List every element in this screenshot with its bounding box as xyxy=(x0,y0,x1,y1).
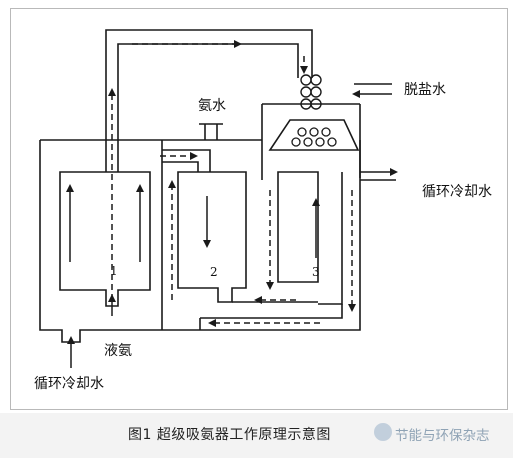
wechat-logo-icon xyxy=(374,423,392,441)
tower1-label: 1 xyxy=(110,264,118,278)
tower1-vessel xyxy=(59,171,151,307)
desalted-water-label: 脱盐水 xyxy=(404,82,446,98)
tower2-vessel xyxy=(177,171,247,303)
watermark-text: 节能与环保杂志 xyxy=(395,428,490,444)
tower3-right-wall xyxy=(318,172,343,305)
tower2-label: 2 xyxy=(210,265,218,279)
diagram-frame xyxy=(10,8,508,410)
t1-t2-pipe xyxy=(162,149,211,172)
cooling-water-out-label: 循环冷却水 xyxy=(422,184,492,200)
outer-tank-outline xyxy=(39,140,361,343)
spray-packing xyxy=(291,127,337,147)
caption-band xyxy=(0,413,513,458)
tower3-vessel xyxy=(277,171,319,283)
figure-caption: 图1 超级吸氨器工作原理示意图 xyxy=(128,427,331,443)
bottom-pipe-b xyxy=(200,304,343,319)
ammonia-inlet-nozzle xyxy=(199,123,223,140)
absorber-diagram: 1 2 3 氨水 脱盐水 循环冷却水 液氨 循环冷却水 xyxy=(34,29,492,392)
spray-hood xyxy=(268,119,360,151)
liquid-ammonia-label: 液氨 xyxy=(104,343,132,359)
ammonia-water-label: 氨水 xyxy=(198,98,226,114)
top-pipe-outer xyxy=(105,29,313,172)
desalted-water-coil xyxy=(300,74,322,110)
cooling-water-in-label: 循环冷却水 xyxy=(34,376,104,392)
absorber-housing xyxy=(261,103,361,180)
tower3-label: 3 xyxy=(312,265,320,279)
